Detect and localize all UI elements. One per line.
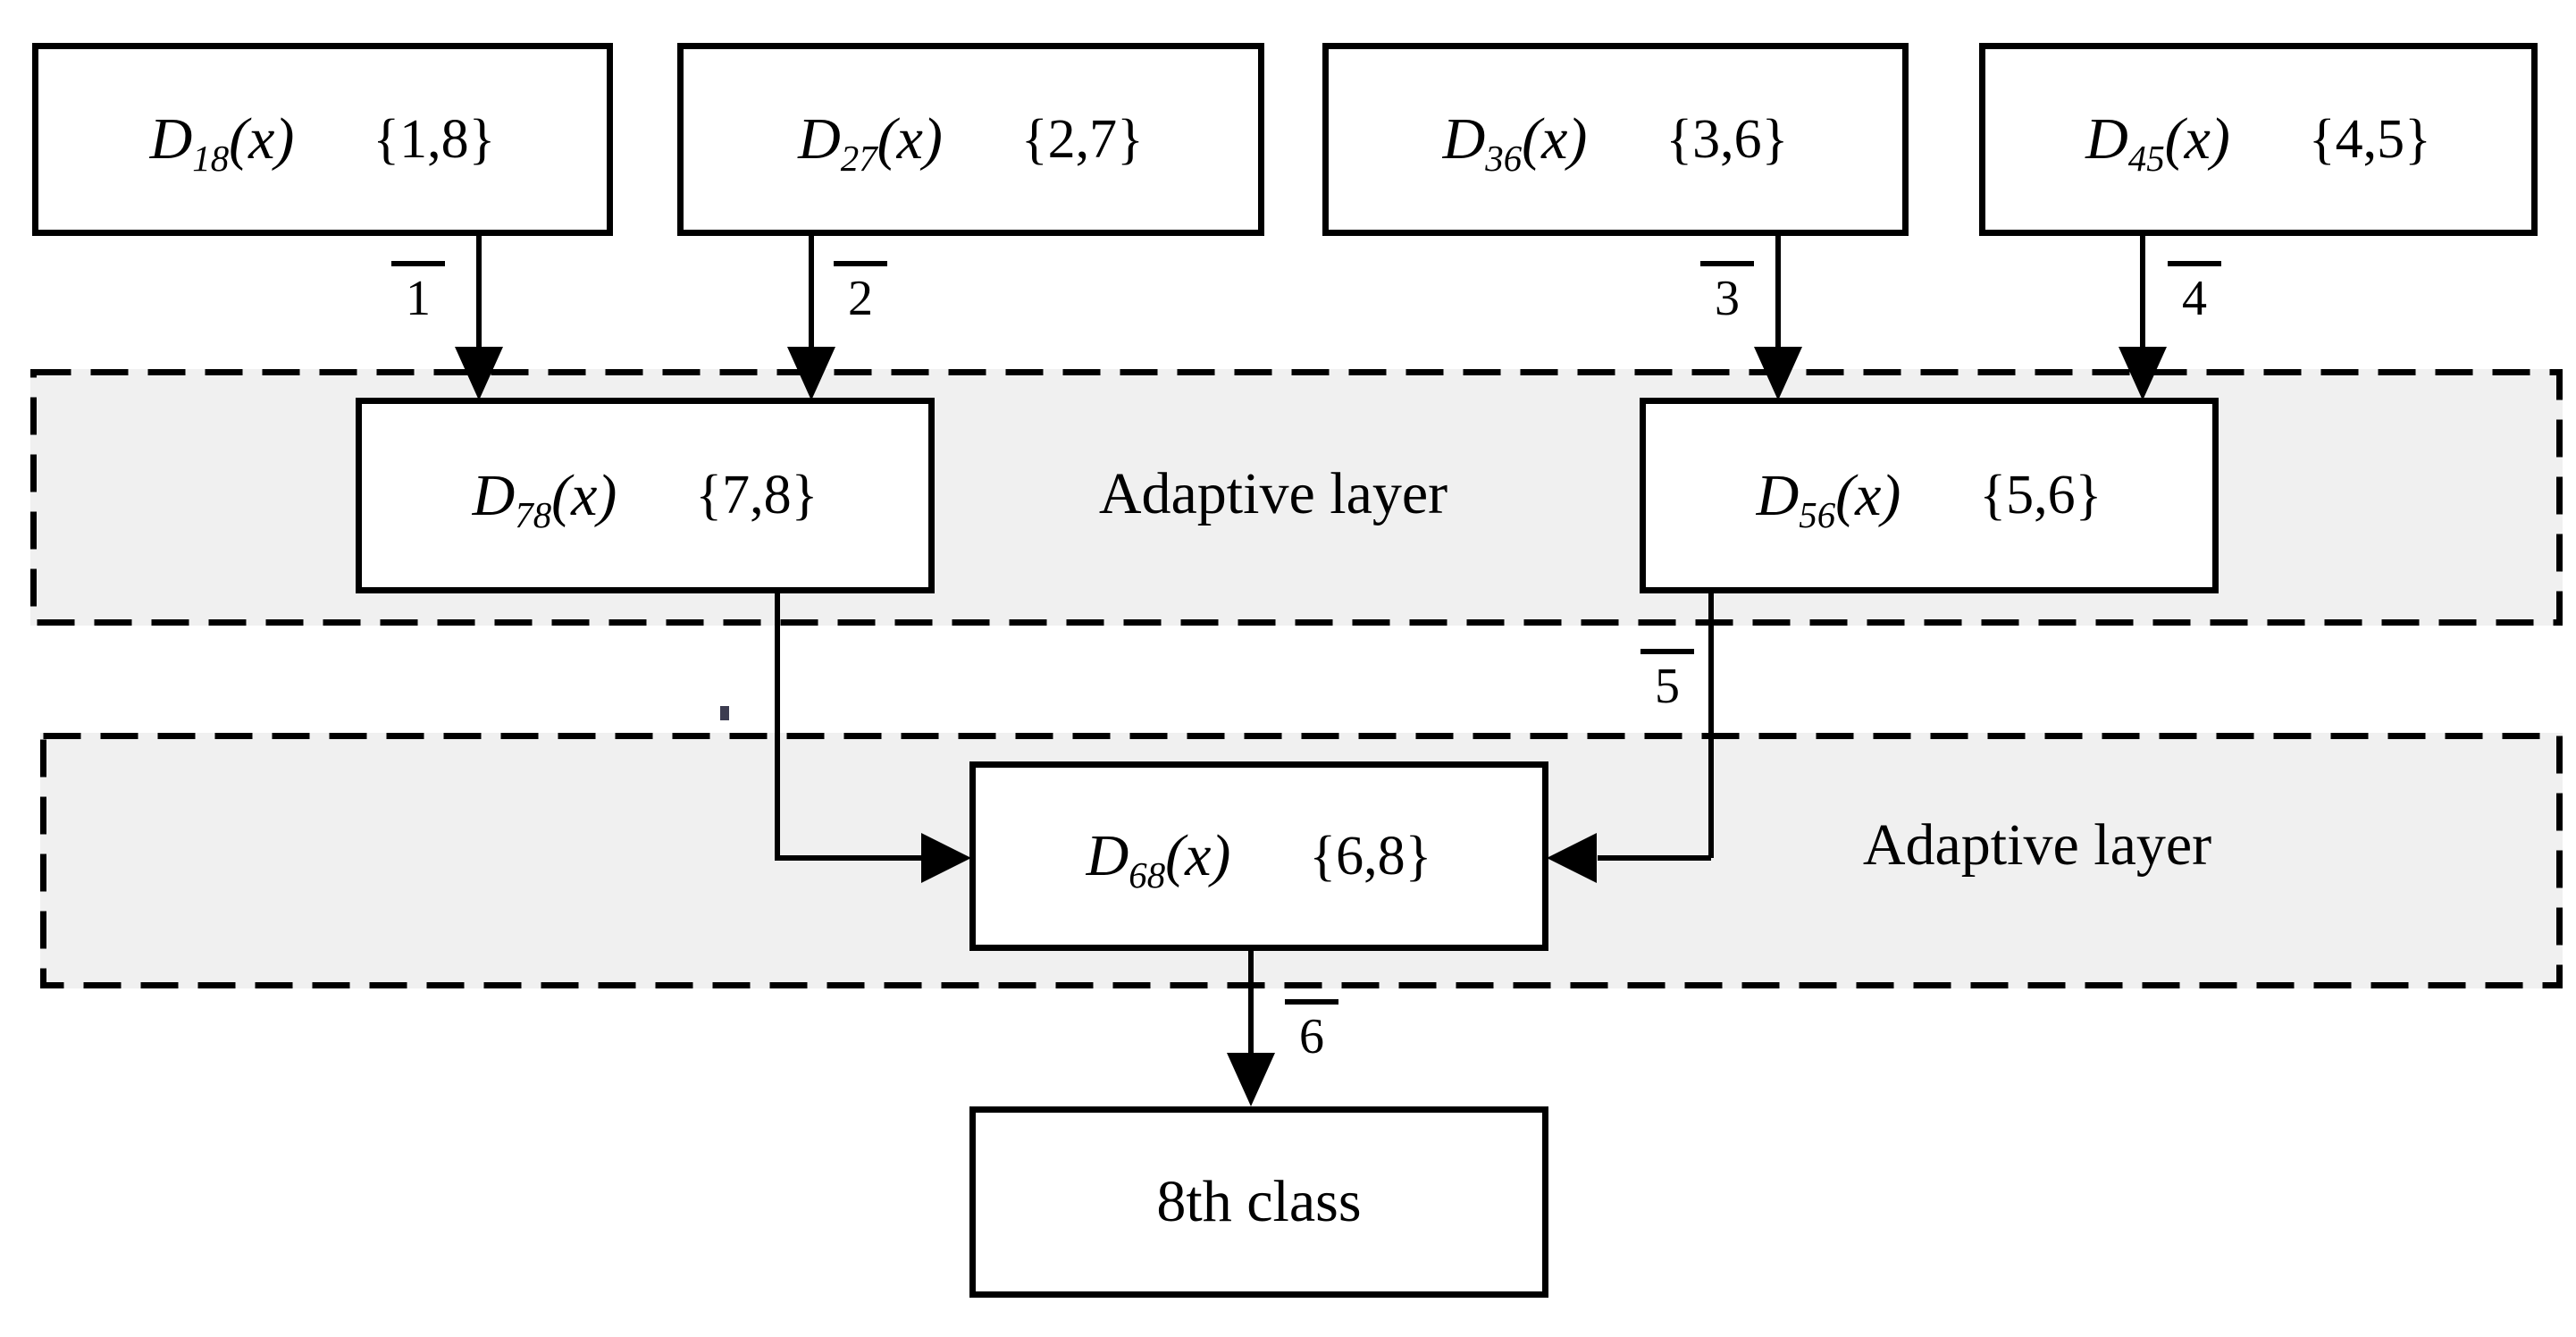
- class-pair-d56: {5,6}: [1979, 465, 2102, 526]
- class-pair-d45: {4,5}: [2308, 108, 2431, 170]
- classifier-box-d18: D18(x) {1,8}: [32, 43, 613, 236]
- dashed-border-1: [30, 369, 2563, 626]
- discriminant-function-d68: D68(x): [1086, 823, 1231, 896]
- class-pair-d27: {2,7}: [1020, 108, 1144, 170]
- arrow-label-5: 5: [1640, 649, 1694, 715]
- arrow-line-d36: [1775, 236, 1781, 352]
- arrowhead-d78-icon: [921, 833, 971, 883]
- classifier-box-d56: D56(x) {5,6}: [1640, 398, 2219, 593]
- arrowhead-d18-icon: [455, 347, 503, 400]
- classifier-box-d68: D68(x) {6,8}: [969, 761, 1548, 951]
- arrow-line-d78-down: [775, 593, 780, 858]
- class-pair-d18: {1,8}: [373, 108, 496, 170]
- adaptive-layer-1-label: Adaptive layer: [1098, 461, 1448, 526]
- output-class-label: 8th class: [1156, 1169, 1362, 1234]
- classifier-box-d78: D78(x) {7,8}: [356, 398, 935, 593]
- discriminant-function-d18: D18(x): [149, 106, 295, 180]
- arrow-label-4: 4: [2168, 261, 2221, 327]
- discriminant-function-d27: D27(x): [798, 106, 943, 180]
- arrow-line-d27: [809, 236, 814, 352]
- arrowhead-d27-icon: [787, 347, 835, 400]
- dashed-border-2: [40, 733, 2563, 988]
- class-pair-d36: {3,6}: [1666, 108, 1789, 170]
- classifier-box-d36: D36(x) {3,6}: [1322, 43, 1909, 236]
- class-pair-d78: {7,8}: [695, 465, 818, 526]
- arrowhead-d56-icon: [1547, 833, 1597, 883]
- discriminant-function-d36: D36(x): [1442, 106, 1588, 180]
- adaptive-layer-2-label: Adaptive layer: [1862, 812, 2212, 878]
- discriminant-function-d45: D45(x): [2085, 106, 2230, 180]
- arrow-line-d56-left: [1598, 855, 1711, 861]
- arrow-line-d18: [476, 236, 482, 352]
- arrow-line-d78-right: [775, 855, 923, 861]
- arrow-line-d68-down: [1248, 951, 1254, 1058]
- arrow-label-6: 6: [1285, 999, 1338, 1065]
- classifier-box-d27: D27(x) {2,7}: [677, 43, 1264, 236]
- arrowhead-d36-icon: [1754, 347, 1802, 400]
- output-class-box: 8th class: [969, 1106, 1548, 1298]
- stray-mark: [720, 706, 729, 720]
- classifier-box-d45: D45(x) {4,5}: [1979, 43, 2538, 236]
- class-pair-d68: {6,8}: [1309, 825, 1432, 887]
- arrow-label-1: 1: [391, 261, 445, 327]
- arrow-line-d56-down: [1708, 593, 1714, 858]
- arrow-line-d45: [2140, 236, 2145, 352]
- arrowhead-d68-icon: [1227, 1053, 1275, 1106]
- discriminant-function-d56: D56(x): [1756, 462, 1901, 535]
- arrowhead-d45-icon: [2119, 347, 2167, 400]
- arrow-label-3: 3: [1700, 261, 1754, 327]
- arrow-label-2: 2: [834, 261, 887, 327]
- discriminant-function-d78: D78(x): [472, 462, 617, 535]
